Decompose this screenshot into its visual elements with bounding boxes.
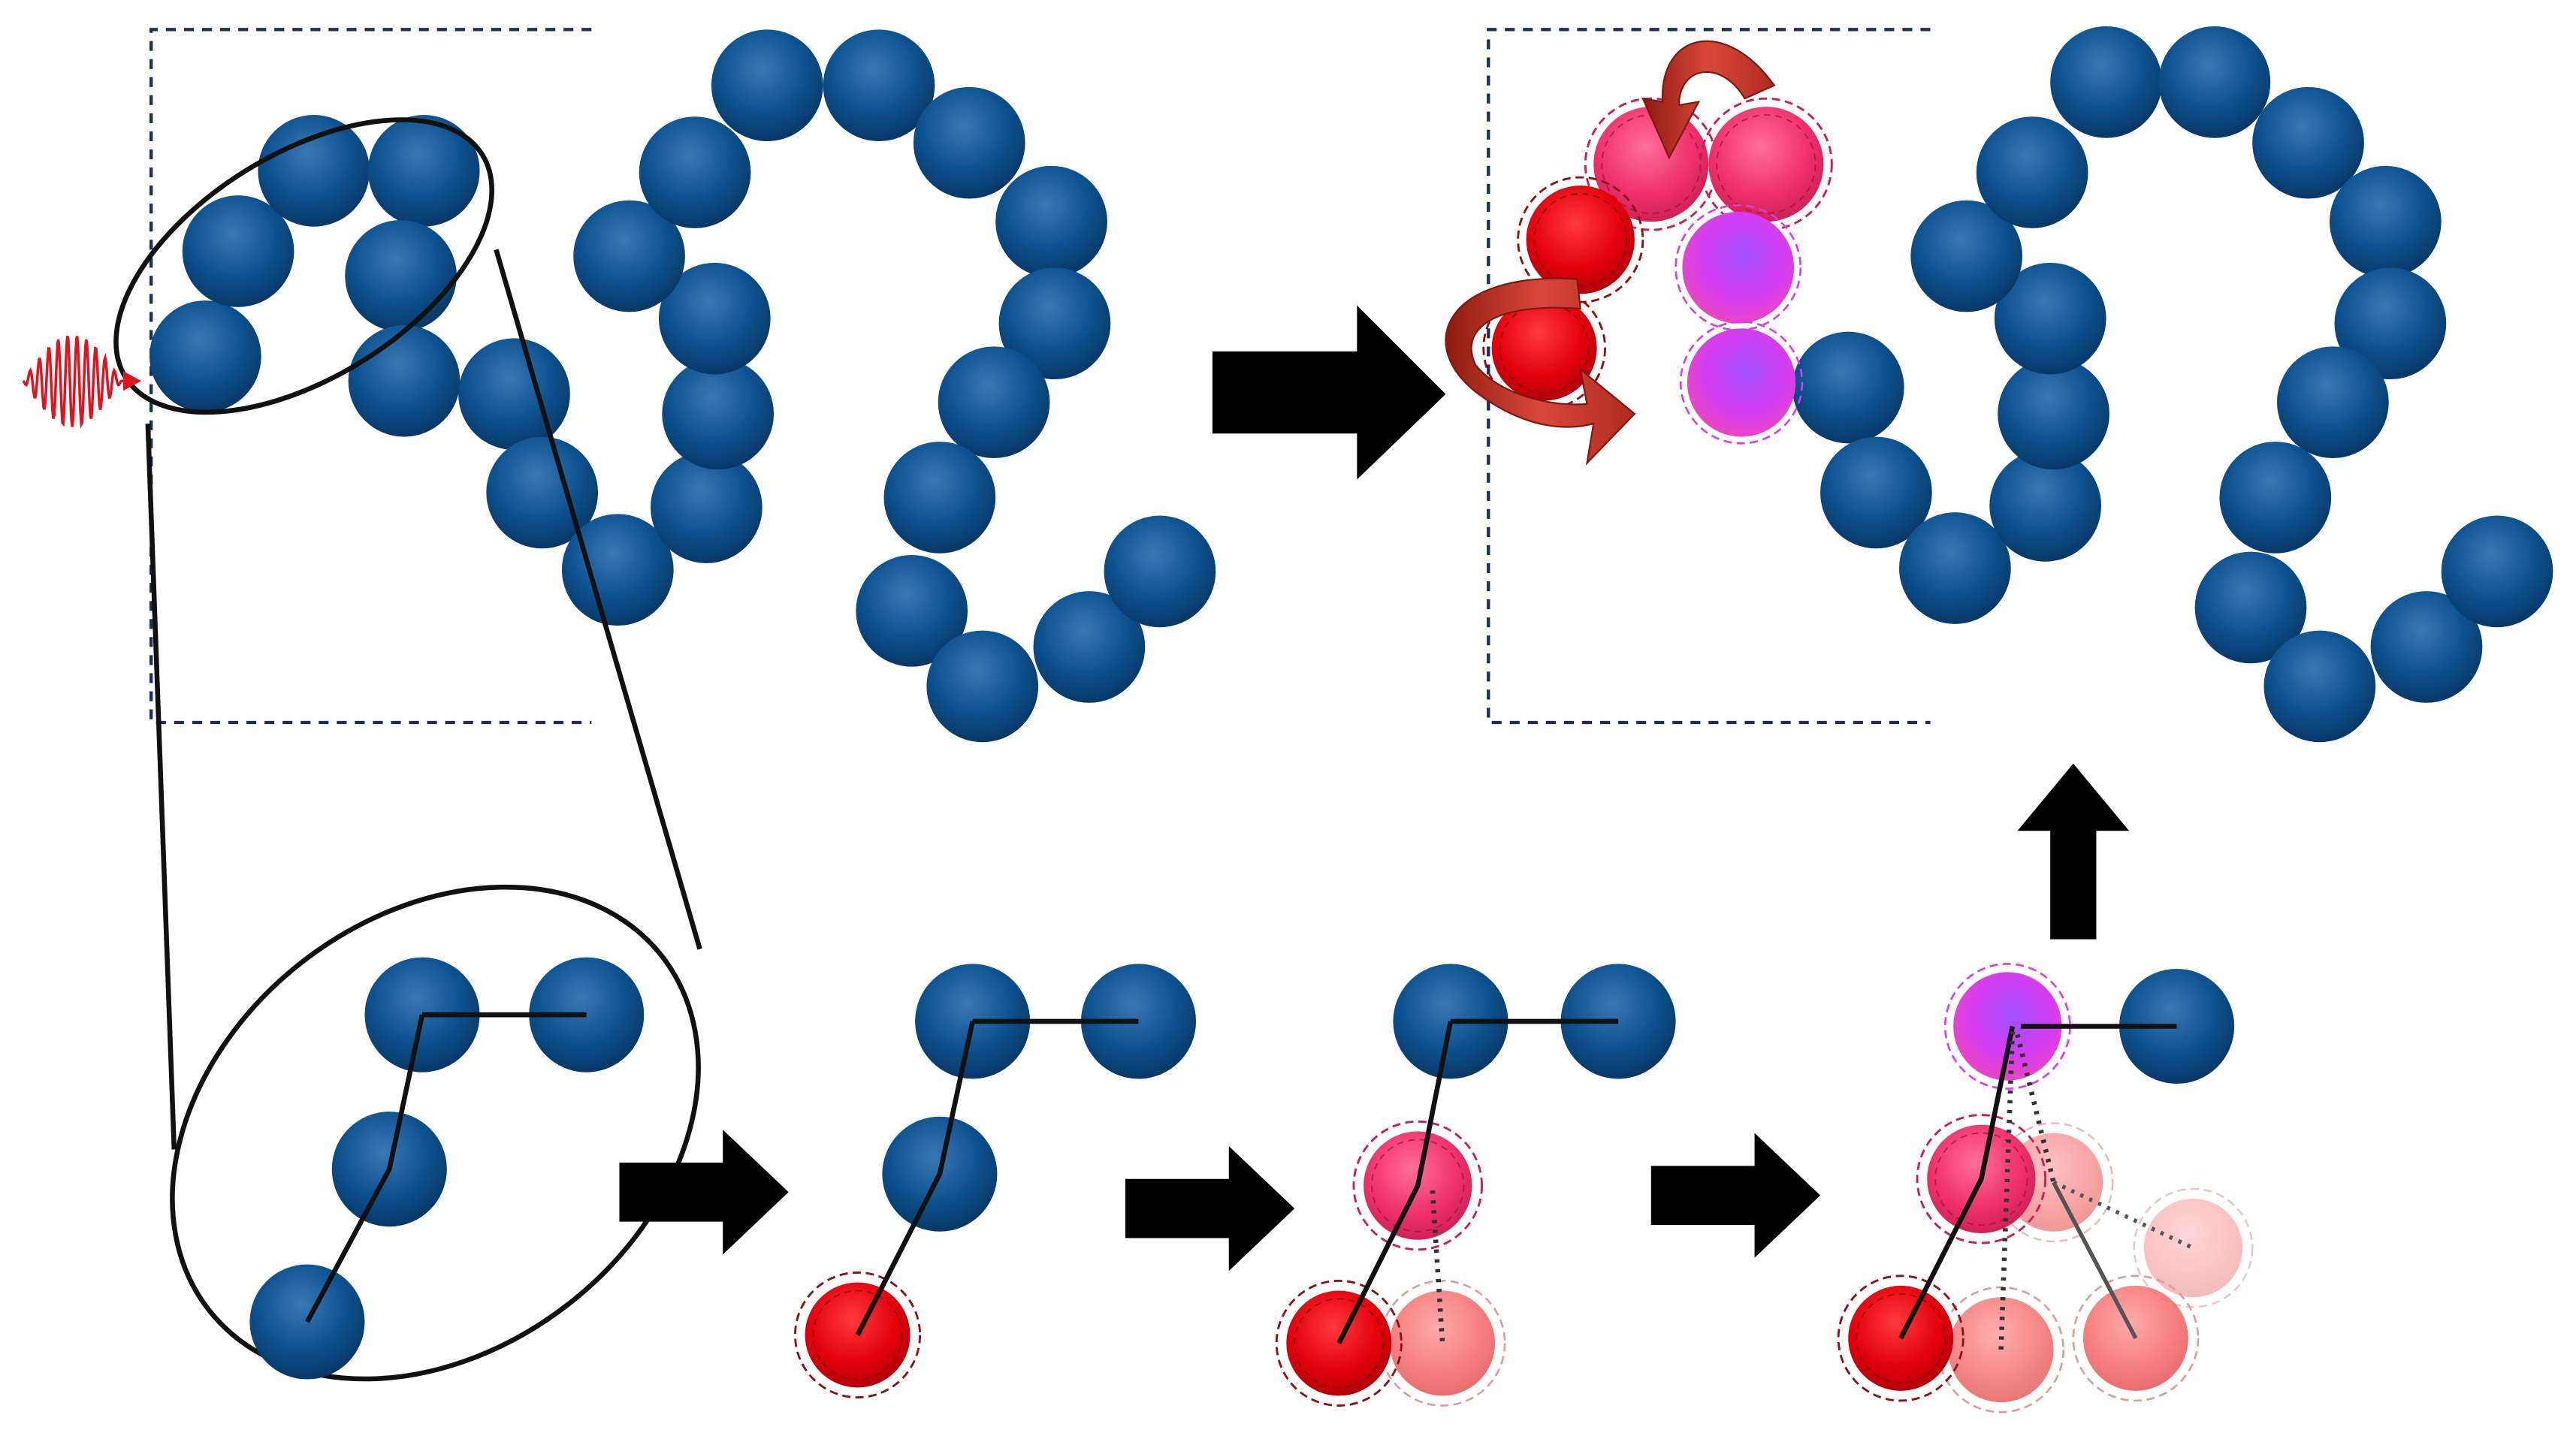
ground-state-bead bbox=[1899, 512, 2011, 624]
ground-state-bead bbox=[662, 357, 775, 470]
ground-state-bead bbox=[573, 200, 685, 312]
ground-state-bead bbox=[1998, 357, 2109, 470]
wavy-light-pulse-icon bbox=[22, 335, 142, 429]
dashed-box-right bbox=[1487, 28, 1931, 725]
thick-up-arrow-icon bbox=[2017, 763, 2130, 940]
ground-state-bead bbox=[1820, 436, 1932, 549]
ground-state-bead bbox=[2050, 26, 2162, 138]
ground-state-bead bbox=[926, 630, 1039, 743]
ground-state-bead bbox=[2370, 591, 2483, 703]
ground-state-bead bbox=[1792, 331, 1904, 444]
ground-state-bead bbox=[149, 300, 261, 412]
ground-state-bead bbox=[998, 267, 1111, 380]
ground-state-bead bbox=[2263, 630, 2376, 743]
thick-right-arrow-icon bbox=[1650, 1133, 1821, 1258]
ground-state-bead bbox=[938, 346, 1050, 458]
dashed-box-left bbox=[149, 28, 592, 725]
stage-multiple-conformers bbox=[1837, 963, 2254, 1413]
ground-state-bead bbox=[2334, 267, 2447, 380]
ground-state-bead bbox=[823, 29, 935, 142]
stage-initial-excitation bbox=[794, 964, 1197, 1399]
ground-state-bead bbox=[1033, 591, 1146, 703]
relaxed-state-chain bbox=[1792, 26, 2553, 743]
rotated-excited-beads bbox=[1482, 97, 1833, 445]
ground-state-bead bbox=[182, 195, 294, 307]
ground-state-bead bbox=[561, 514, 674, 626]
ground-state-bead bbox=[2194, 551, 2307, 664]
ground-state-bead bbox=[2252, 86, 2364, 199]
ground-state-bead bbox=[856, 554, 968, 667]
zoom-highlight bbox=[113, 117, 702, 1382]
ground-state-bead bbox=[639, 116, 751, 228]
curved-rotation-arrow-icon bbox=[1445, 40, 1776, 466]
thick-right-arrow-icon bbox=[1125, 1146, 1295, 1272]
ground-state-bead bbox=[367, 115, 480, 227]
ground-state-bead bbox=[458, 338, 570, 451]
ground-state-bead bbox=[1989, 450, 2101, 562]
ground-state-bead bbox=[711, 29, 823, 142]
ground-state-bead bbox=[1910, 200, 2023, 312]
ground-state-bead bbox=[913, 86, 1025, 199]
ground-state-bead bbox=[258, 115, 370, 227]
ground-state-bead bbox=[345, 219, 457, 332]
ground-state-bead bbox=[2158, 26, 2271, 138]
ground-state-bead bbox=[2219, 442, 2332, 554]
ground-state-bead bbox=[995, 165, 1107, 278]
ground-state-bead bbox=[2441, 515, 2553, 628]
ground-state-chain bbox=[149, 29, 1216, 743]
ground-state-bead bbox=[1104, 515, 1216, 628]
thick-right-arrow-icon bbox=[1212, 305, 1446, 480]
stage-ground-zoom bbox=[249, 957, 645, 1380]
ground-state-bead bbox=[658, 262, 771, 375]
stage-excitation-spreading bbox=[1275, 964, 1676, 1407]
ground-state-bead bbox=[486, 436, 599, 549]
ground-state-bead bbox=[883, 442, 996, 554]
ground-state-bead bbox=[650, 451, 763, 563]
ground-state-bead bbox=[2276, 346, 2389, 458]
ground-state-bead bbox=[1976, 116, 2088, 228]
ground-state-bead bbox=[348, 324, 461, 437]
ground-state-bead bbox=[2329, 165, 2442, 278]
thick-right-arrow-icon bbox=[619, 1130, 789, 1255]
ground-state-bead bbox=[1994, 262, 2106, 375]
